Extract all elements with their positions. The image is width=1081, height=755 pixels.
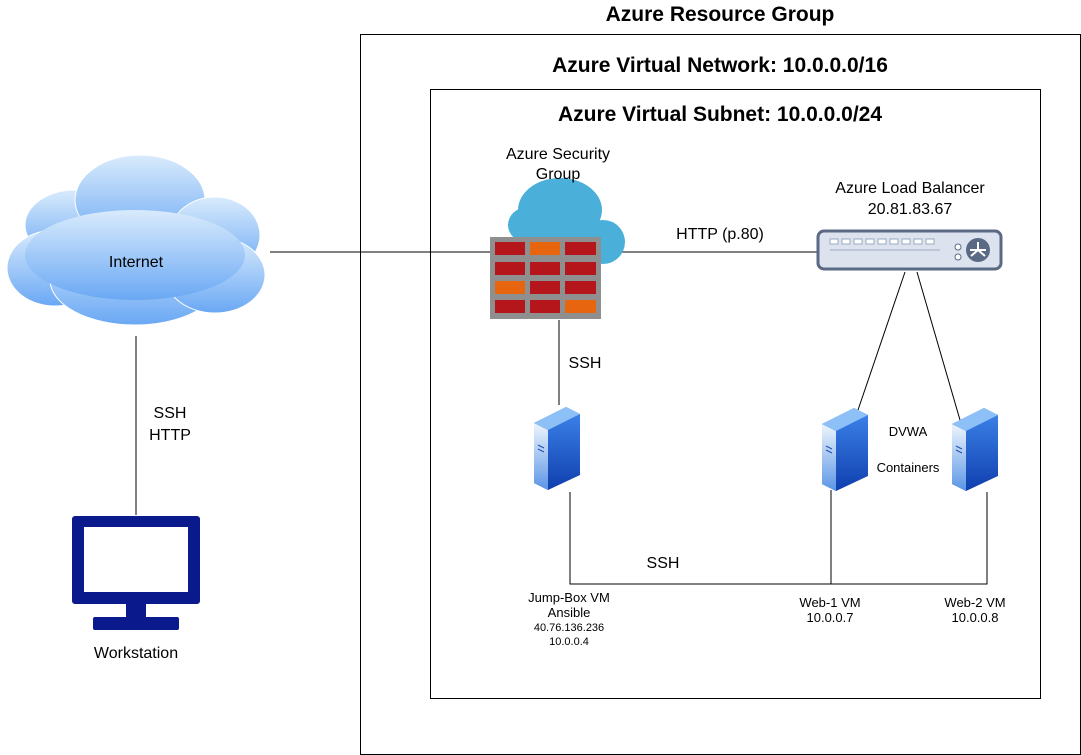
web2-label-line1: Web-2 VM: [944, 595, 1006, 610]
jumpbox-server-icon: [534, 407, 580, 490]
jumpbox-label-line1: Jump-Box VM: [528, 590, 610, 605]
web1-server-icon: [822, 408, 868, 491]
edge-label-ssh-internet: SSH: [153, 405, 187, 422]
virtual-subnet-title: Azure Virtual Subnet: 10.0.0.0/24: [557, 103, 883, 126]
edge-label-ssh-webs: SSH: [646, 555, 680, 572]
dvwa-label: DVWA: [888, 424, 928, 439]
edge-label-http-p80: HTTP (p.80): [676, 226, 764, 243]
resource-group-title: Azure Resource Group: [605, 3, 835, 26]
virtual-network-title: Azure Virtual Network: 10.0.0.0/16: [552, 54, 888, 77]
jumpbox-label-line3: 40.76.136.236: [533, 622, 605, 634]
load-balancer-label-line1: Azure Load Balancer: [835, 180, 985, 197]
containers-label: Containers: [876, 460, 940, 475]
jumpbox-label-line2: Ansible: [547, 605, 591, 620]
edge-label-ssh-jumpbox: SSH: [568, 355, 602, 372]
load-balancer-label-line2: 20.81.83.67: [867, 201, 953, 218]
web1-label-line2: 10.0.0.7: [806, 610, 854, 625]
jumpbox-label-line4: 10.0.0.4: [549, 636, 589, 648]
security-group-label-line2: Group: [535, 166, 581, 183]
workstation-label: Workstation: [93, 645, 179, 662]
security-group-label-line1: Azure Security: [505, 146, 611, 163]
web1-label-line1: Web-1 VM: [799, 595, 861, 610]
edge-jumpbox-webs: [569, 492, 988, 585]
edge-lb-web1: [857, 271, 906, 411]
edge-lb-web2: [916, 271, 961, 421]
internet-label: Internet: [108, 254, 164, 271]
web2-label-line2: 10.0.0.8: [951, 610, 999, 625]
edge-label-http-internet: HTTP: [149, 427, 191, 444]
virtual-network-box: [430, 89, 1041, 699]
web2-server-icon: [952, 408, 998, 491]
